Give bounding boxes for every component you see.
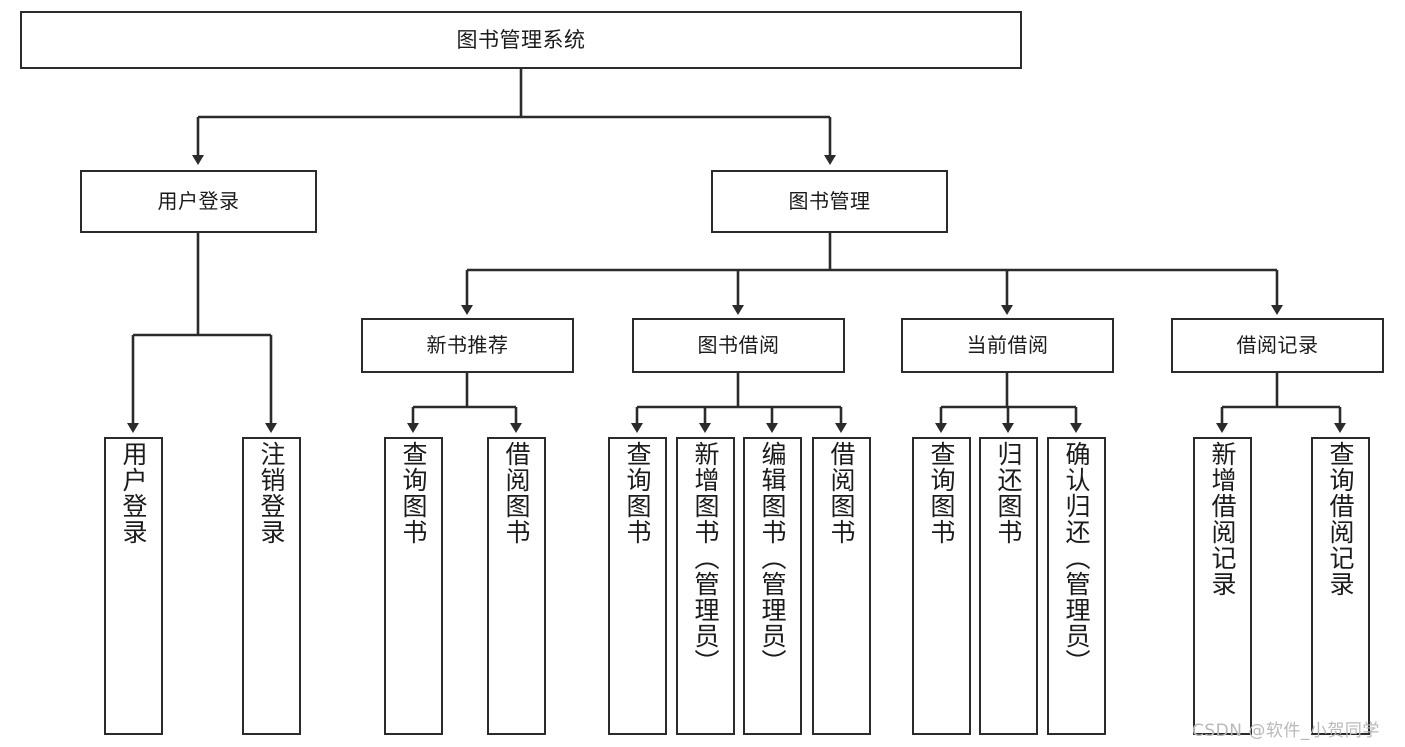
node-label: 注销登录 xyxy=(257,441,286,545)
node-label: 新书推荐 xyxy=(426,332,509,357)
edge-group-root xyxy=(192,69,836,165)
leaf-query-book-2[interactable]: 查询图书 xyxy=(608,437,667,735)
node-label: 查询图书 xyxy=(927,441,956,545)
csdn-watermark: CSDN @软件_小贺同学 xyxy=(1192,721,1380,741)
leaf-add-borrow-record[interactable]: 新增借阅记录 xyxy=(1193,437,1252,735)
node-label: 借阅图书 xyxy=(827,441,856,545)
node-label: 查询图书 xyxy=(399,441,428,545)
edge-group-user-login xyxy=(127,233,277,433)
node-book-management-system[interactable]: 图书管理系统 xyxy=(20,11,1022,69)
leaf-borrow-book-2[interactable]: 借阅图书 xyxy=(812,437,871,735)
node-borrow-record[interactable]: 借阅记录 xyxy=(1171,318,1384,373)
node-label: 用户登录 xyxy=(157,188,240,213)
edge-group-new-book-rec xyxy=(407,373,522,433)
node-label: 用户登录 xyxy=(119,441,148,545)
node-label: 查询图书 xyxy=(623,441,652,545)
leaf-query-book-3[interactable]: 查询图书 xyxy=(912,437,971,735)
edge-group-book-borrow xyxy=(631,373,847,433)
node-user-login[interactable]: 用户登录 xyxy=(80,170,317,233)
node-label: 归还图书 xyxy=(994,441,1023,545)
node-label: 借阅图书 xyxy=(502,441,531,545)
node-label: 新增图书（管理员） xyxy=(691,441,720,675)
node-label: 新增借阅记录 xyxy=(1208,441,1237,597)
node-label: 图书借阅 xyxy=(697,332,780,357)
leaf-edit-book-admin[interactable]: 编辑图书（管理员） xyxy=(743,437,802,735)
leaf-query-book-1[interactable]: 查询图书 xyxy=(384,437,443,735)
node-book-borrow[interactable]: 图书借阅 xyxy=(632,318,845,373)
leaf-add-book-admin[interactable]: 新增图书（管理员） xyxy=(676,437,735,735)
node-new-book-recommend[interactable]: 新书推荐 xyxy=(361,318,574,373)
leaf-borrow-book-1[interactable]: 借阅图书 xyxy=(487,437,546,735)
node-book-management[interactable]: 图书管理 xyxy=(711,170,948,233)
leaf-return-book[interactable]: 归还图书 xyxy=(979,437,1038,735)
node-label: 图书管理系统 xyxy=(456,27,586,52)
leaf-query-borrow-record[interactable]: 查询借阅记录 xyxy=(1311,437,1370,735)
node-current-borrow[interactable]: 当前借阅 xyxy=(901,318,1114,373)
node-label: 当前借阅 xyxy=(966,332,1049,357)
leaf-user-login[interactable]: 用户登录 xyxy=(104,437,163,735)
leaf-confirm-return-admin[interactable]: 确认归还（管理员） xyxy=(1047,437,1106,735)
node-label: 借阅记录 xyxy=(1236,332,1319,357)
node-label: 图书管理 xyxy=(788,188,871,213)
node-label: 查询借阅记录 xyxy=(1326,441,1355,597)
edge-group-current-borrow xyxy=(935,373,1082,433)
node-label: 编辑图书（管理员） xyxy=(758,441,787,675)
edge-group-borrow-record xyxy=(1216,373,1346,433)
leaf-logout[interactable]: 注销登录 xyxy=(242,437,301,735)
node-label: 确认归还（管理员） xyxy=(1062,441,1091,675)
edge-group-book-manage xyxy=(461,233,1283,315)
